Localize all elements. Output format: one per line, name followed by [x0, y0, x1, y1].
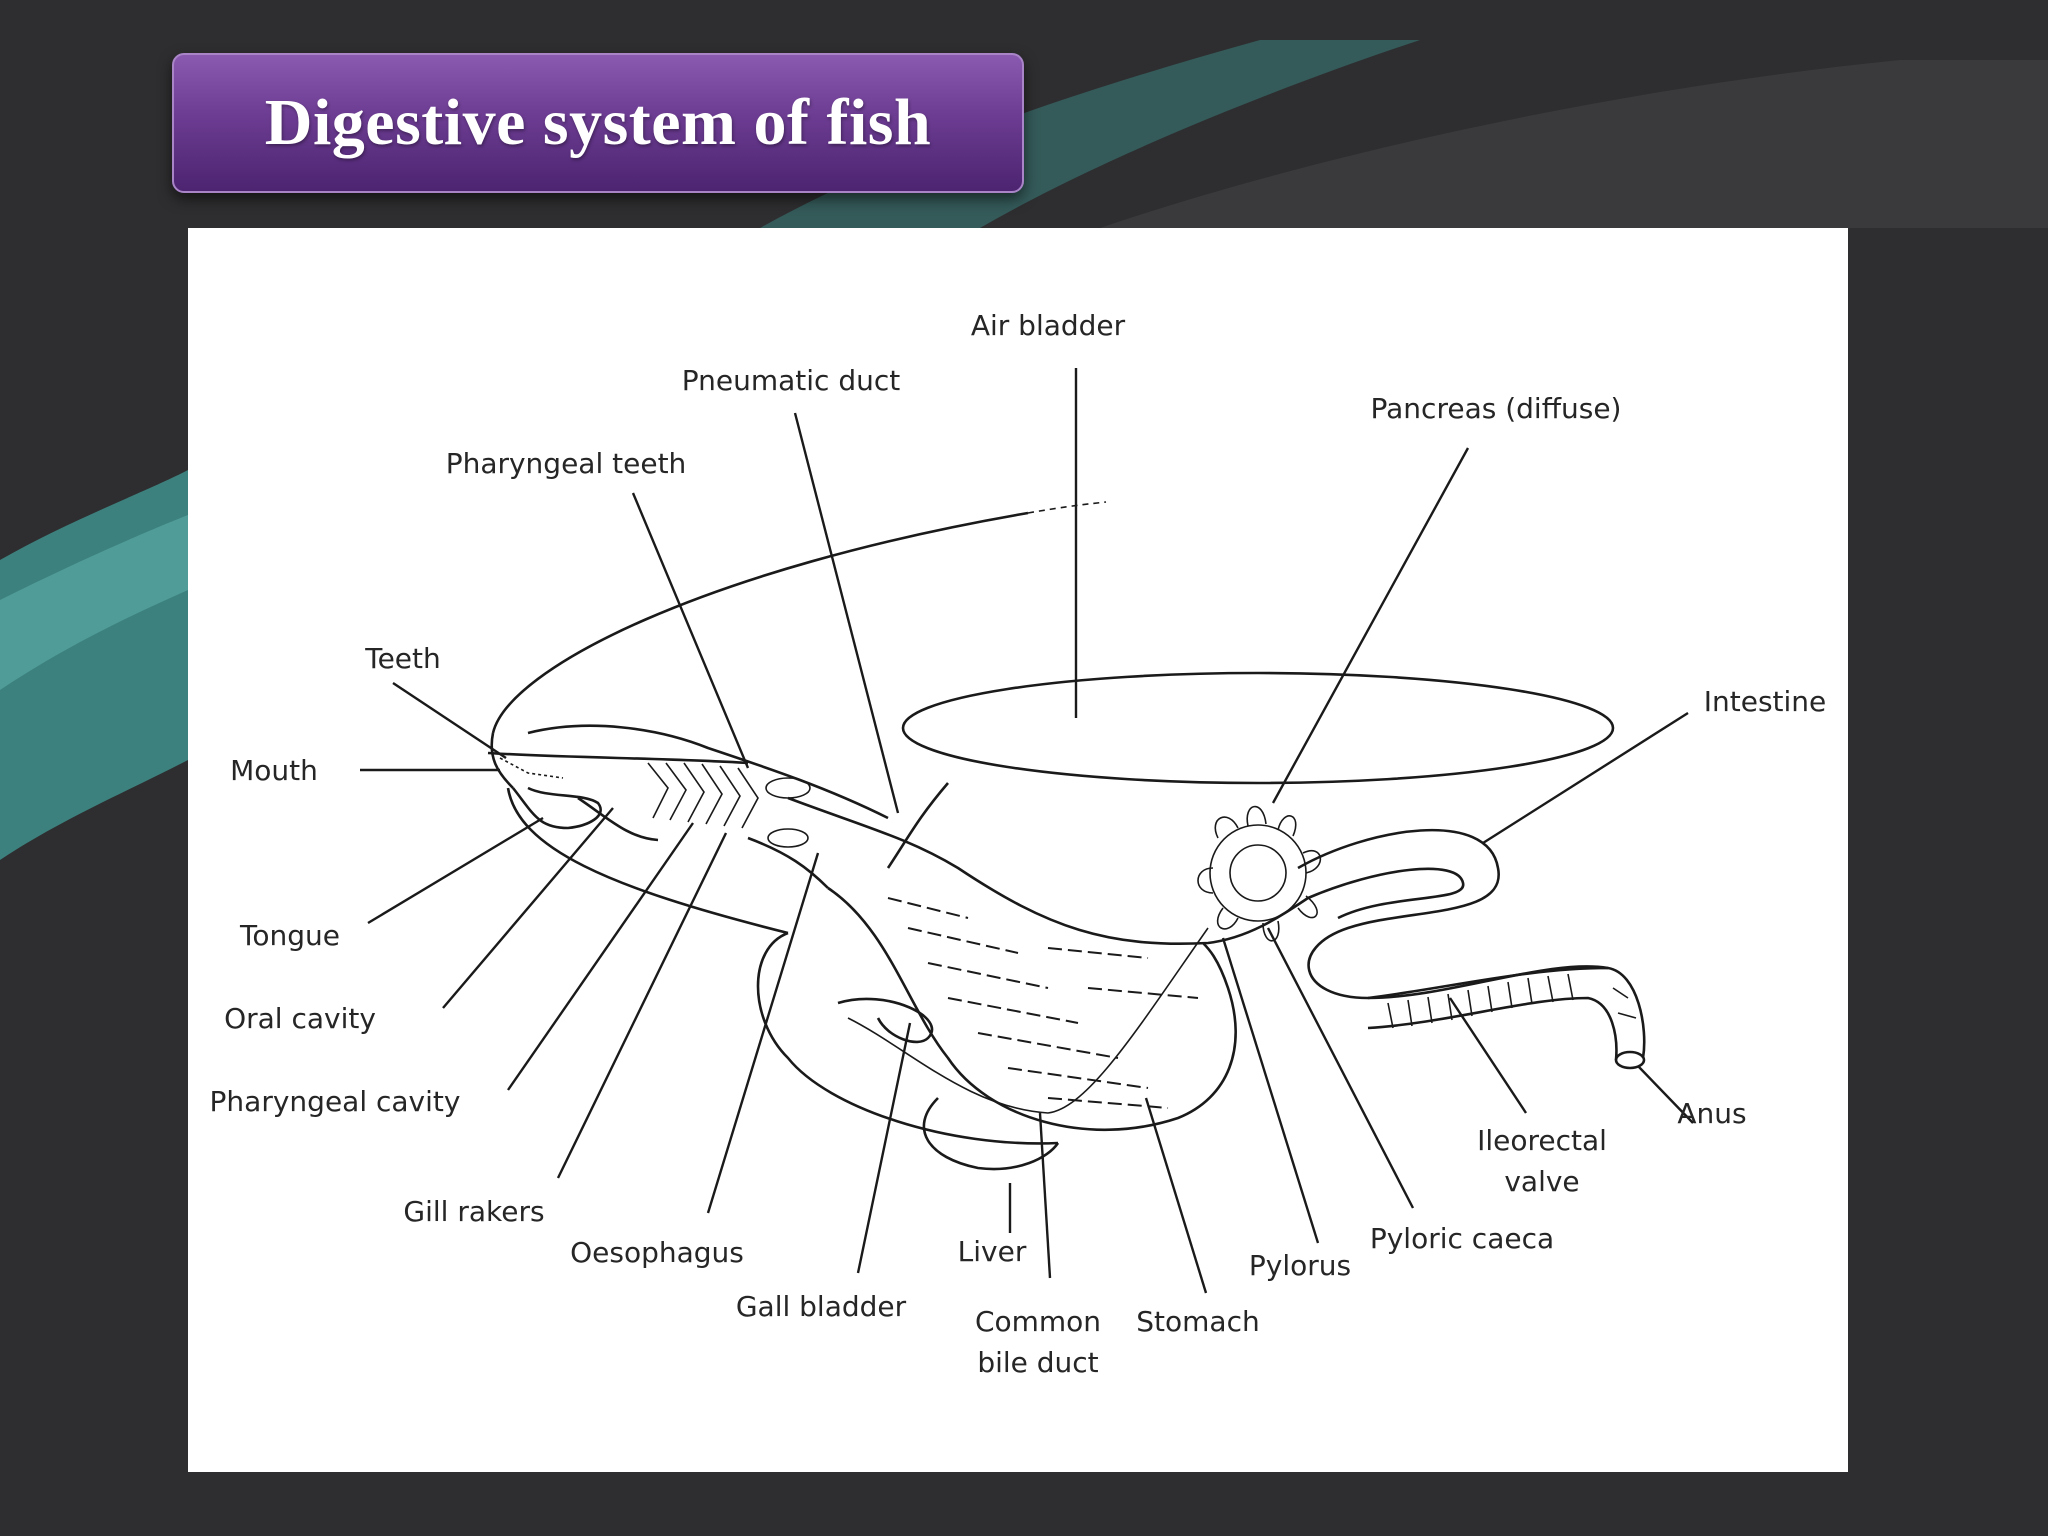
label-intestine: Intestine [1704, 685, 1827, 718]
tongue-shape [511, 786, 602, 830]
rectum-lower [1367, 996, 1618, 1061]
oesophagus-lower [747, 836, 829, 889]
title-banner: Digestive system of fish [172, 53, 1024, 193]
label-teeth: Teeth [364, 642, 441, 675]
gill-rakers-drawing [647, 762, 759, 829]
pharyngeal-teeth-upper [765, 777, 811, 799]
label-anus: Anus [1677, 1097, 1746, 1130]
leader-pancreas [1271, 447, 1470, 804]
label-pylorus: Pylorus [1249, 1249, 1351, 1282]
liver-loop [756, 931, 1059, 1145]
stomach-outline [827, 886, 1237, 1131]
body-outline-upper [491, 511, 1029, 734]
leader-tongue [367, 816, 544, 925]
oral-cavity-floor [577, 796, 659, 842]
diagram-panel: Air bladder Pneumatic duct Pancreas (dif… [188, 228, 1848, 1472]
label-mouth: Mouth [230, 754, 318, 787]
leader-pyloric-caeca [1266, 927, 1415, 1209]
leader-oral-cavity [442, 807, 614, 1009]
anatomy-drawing [487, 501, 1646, 1171]
head-outline [490, 732, 514, 789]
leader-lines [360, 368, 1694, 1294]
rectum-drawing [1367, 966, 1646, 1059]
leader-anus [1637, 1065, 1694, 1124]
diagram-labels: Air bladder Pneumatic duct Pancreas (dif… [210, 309, 1827, 1379]
pharynx-roof [487, 751, 749, 765]
intestine-inner [1307, 867, 1465, 920]
label-pancreas: Pancreas (diffuse) [1371, 392, 1622, 425]
ventral-outline [506, 787, 789, 935]
leader-oesophagus [706, 852, 820, 1214]
anus-opening [1614, 1050, 1646, 1070]
fish-digestive-diagram: Air bladder Pneumatic duct Pancreas (dif… [210, 309, 1827, 1379]
label-oral-cavity: Oral cavity [224, 1002, 376, 1035]
label-tongue: Tongue [239, 919, 340, 952]
label-air-bladder: Air bladder [971, 309, 1126, 342]
leader-intestine [1482, 711, 1689, 845]
label-common-bile-duct-line2: bile duct [977, 1346, 1098, 1379]
leader-gall-bladder [856, 1022, 912, 1274]
body-outline-upper-dashed [1027, 501, 1107, 514]
label-stomach: Stomach [1136, 1305, 1259, 1338]
leader-gill-rakers [556, 832, 728, 1179]
leader-pharyngeal-cavity [507, 822, 694, 1091]
teal-swoosh-left-light [0, 515, 188, 690]
label-pneumatic-duct: Pneumatic duct [682, 364, 901, 397]
gall-bladder-drawing [837, 997, 934, 1044]
pharyngeal-teeth-lower [767, 828, 809, 848]
pharynx-upper [527, 724, 889, 820]
label-ileorectal-valve-line1: Ileorectal [1477, 1124, 1607, 1157]
leader-stomach [1144, 1097, 1208, 1294]
intestine-drawing [1297, 828, 1609, 1000]
pyloric-caeca-drawing [1197, 805, 1322, 942]
leader-pneumatic-duct [793, 412, 900, 814]
label-liver: Liver [958, 1235, 1027, 1268]
leader-pylorus [1221, 937, 1320, 1244]
teeth-row [499, 757, 564, 779]
air-bladder-drawing [901, 671, 1615, 785]
grey-swoosh-top [1100, 60, 2048, 228]
label-common-bile-duct-line1: Common [975, 1305, 1101, 1338]
stomach-texture [887, 897, 1199, 1109]
label-oesophagus: Oesophagus [570, 1236, 744, 1269]
leader-common-bile-duct [1038, 1112, 1052, 1279]
label-gill-rakers: Gill rakers [403, 1195, 544, 1228]
oesophagus-upper [787, 796, 1309, 946]
label-pyloric-caeca: Pyloric caeca [1370, 1222, 1554, 1255]
label-pharyngeal-teeth: Pharyngeal teeth [446, 447, 687, 480]
label-ileorectal-valve-line2: valve [1504, 1165, 1579, 1198]
leader-pharyngeal-teeth [631, 492, 750, 769]
leader-ileorectal-valve [1448, 997, 1528, 1114]
leader-teeth [392, 682, 507, 759]
rectum-texture [1387, 973, 1637, 1029]
bile-duct-drawing [847, 927, 1209, 1114]
slide-title: Digestive system of fish [264, 86, 932, 159]
label-pharyngeal-cavity: Pharyngeal cavity [210, 1085, 461, 1118]
label-gall-bladder: Gall bladder [736, 1290, 907, 1323]
pneumatic-duct-drawing [886, 782, 949, 869]
